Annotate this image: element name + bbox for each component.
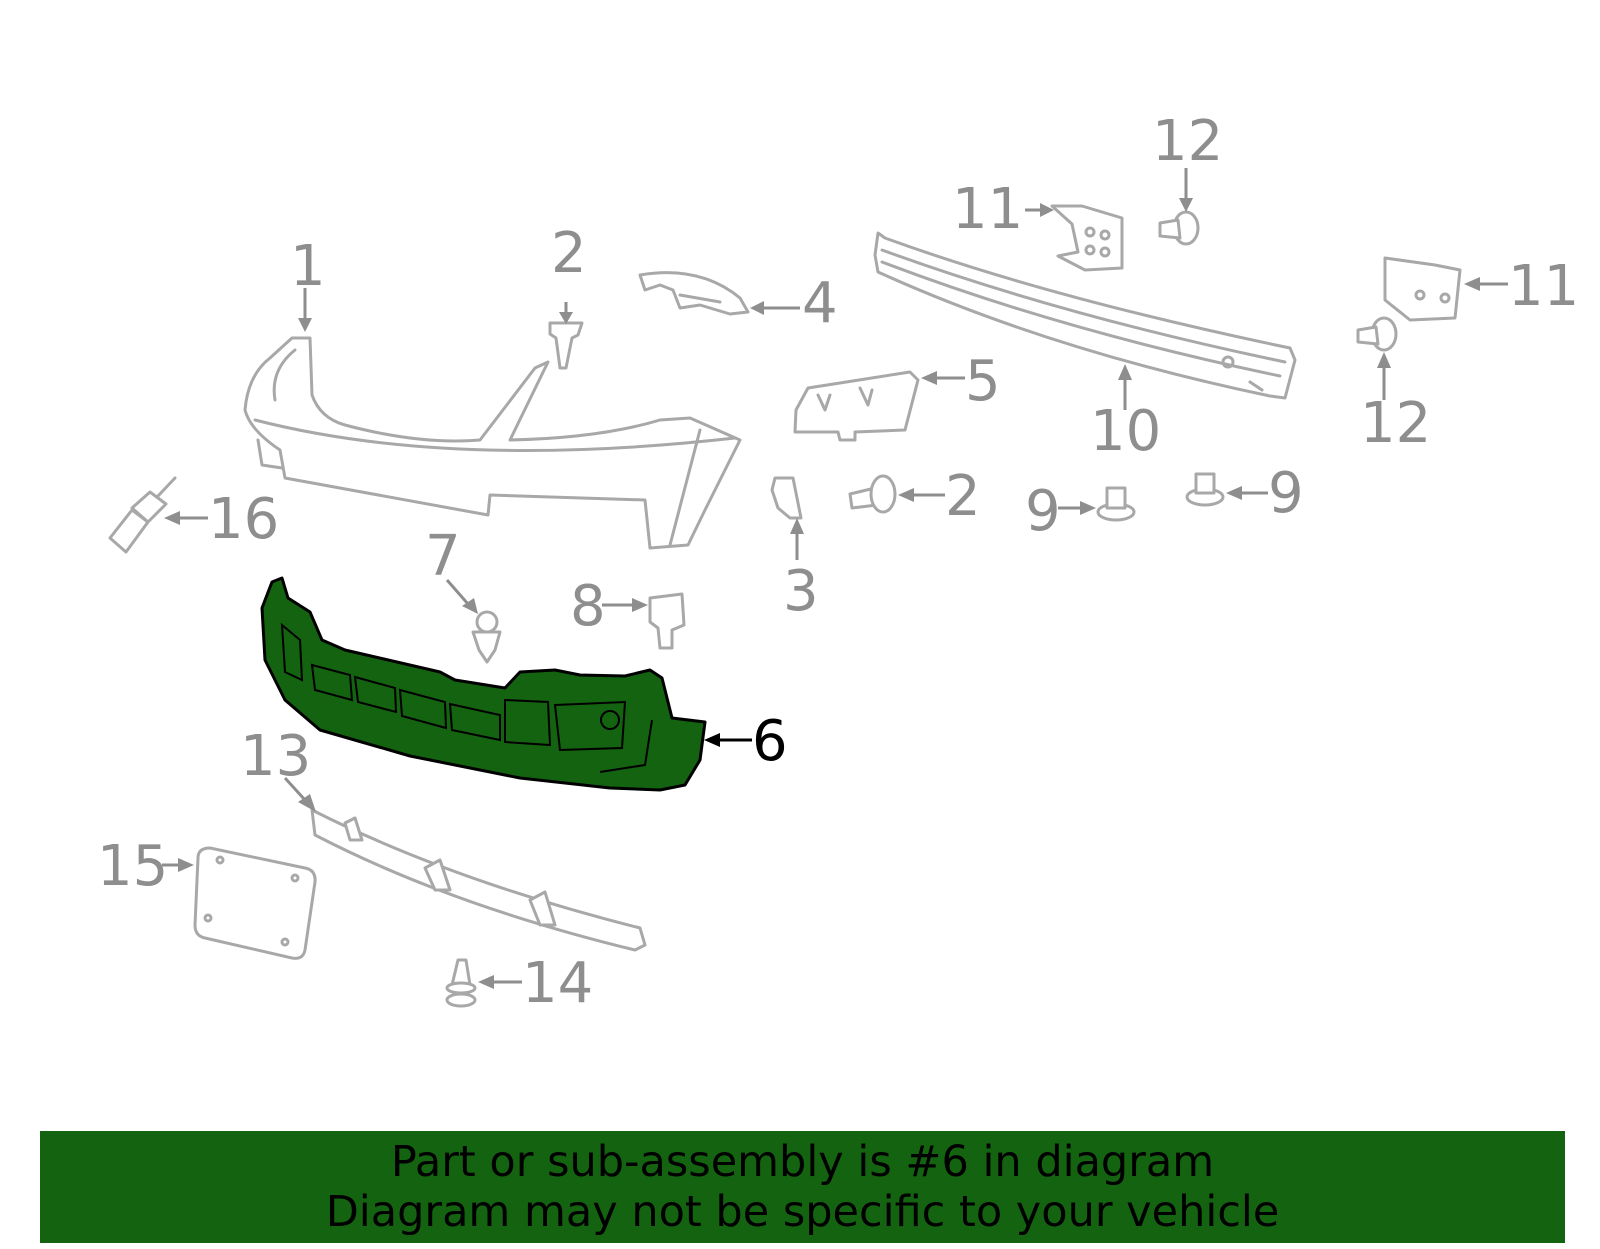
callout-16: 16 (208, 487, 279, 552)
callout-1: 1 (290, 234, 326, 299)
callout-3: 3 (783, 559, 819, 624)
bracket-part-4[interactable] (638, 271, 750, 316)
callout-6: 6 (752, 709, 788, 774)
bolt-part-12-right[interactable] (1356, 316, 1398, 352)
bracket-part-5[interactable] (793, 370, 920, 442)
callout-10: 10 (1090, 399, 1161, 464)
mount-bracket-part-11[interactable] (1050, 204, 1124, 272)
sensor-part-16[interactable] (108, 476, 177, 554)
callout-15: 15 (97, 834, 168, 899)
clip-part-7[interactable] (471, 610, 502, 664)
banner-line-part-number: Part or sub-assembly is #6 in diagram (390, 1137, 1215, 1187)
callout-13: 13 (240, 724, 311, 789)
callout-8: 8 (570, 574, 606, 639)
reinforcement-strip-part-13[interactable] (310, 808, 647, 952)
callout-2-upper: 2 (551, 221, 587, 286)
push-pin-part-2[interactable] (548, 321, 584, 370)
callout-9-left: 9 (1025, 479, 1061, 544)
callout-12-top: 12 (1152, 109, 1223, 174)
bracket-part-3[interactable] (770, 476, 803, 520)
screw-part-2[interactable] (848, 474, 897, 514)
leader-lines (162, 168, 1508, 989)
mount-bracket-part-11-right[interactable] (1383, 256, 1462, 322)
callout-labels: 1 2 2 3 4 5 6 7 8 9 9 10 11 11 12 12 13 … (97, 109, 1579, 1016)
banner-line-disclaimer: Diagram may not be specific to your vehi… (325, 1187, 1280, 1237)
reinforcement-bar-part-10[interactable] (873, 231, 1297, 400)
nut-part-9[interactable] (1096, 486, 1136, 522)
license-plate-bracket-part-15[interactable] (193, 846, 317, 960)
info-banner: Part or sub-assembly is #6 in diagram Di… (40, 1131, 1565, 1243)
callout-11-right: 11 (1508, 254, 1579, 319)
callout-9-right: 9 (1268, 461, 1304, 526)
callout-12-right: 12 (1360, 391, 1431, 456)
bolt-part-12[interactable] (1158, 210, 1200, 246)
callout-11-left: 11 (952, 177, 1023, 242)
callout-7: 7 (425, 524, 461, 589)
callout-2-lower: 2 (945, 464, 981, 529)
nut-part-9-right[interactable] (1185, 472, 1225, 507)
callout-5: 5 (965, 349, 1001, 414)
callout-14: 14 (522, 951, 593, 1016)
bumper-cover-part-1[interactable] (243, 336, 742, 550)
callout-4: 4 (802, 271, 838, 336)
lower-valance-part-6[interactable] (260, 576, 707, 792)
parts-diagram: 1 2 2 3 4 5 6 7 8 9 9 10 11 11 12 12 13 … (97, 109, 1579, 1016)
clip-part-8[interactable] (648, 592, 686, 650)
push-pin-part-14[interactable] (445, 958, 477, 1008)
